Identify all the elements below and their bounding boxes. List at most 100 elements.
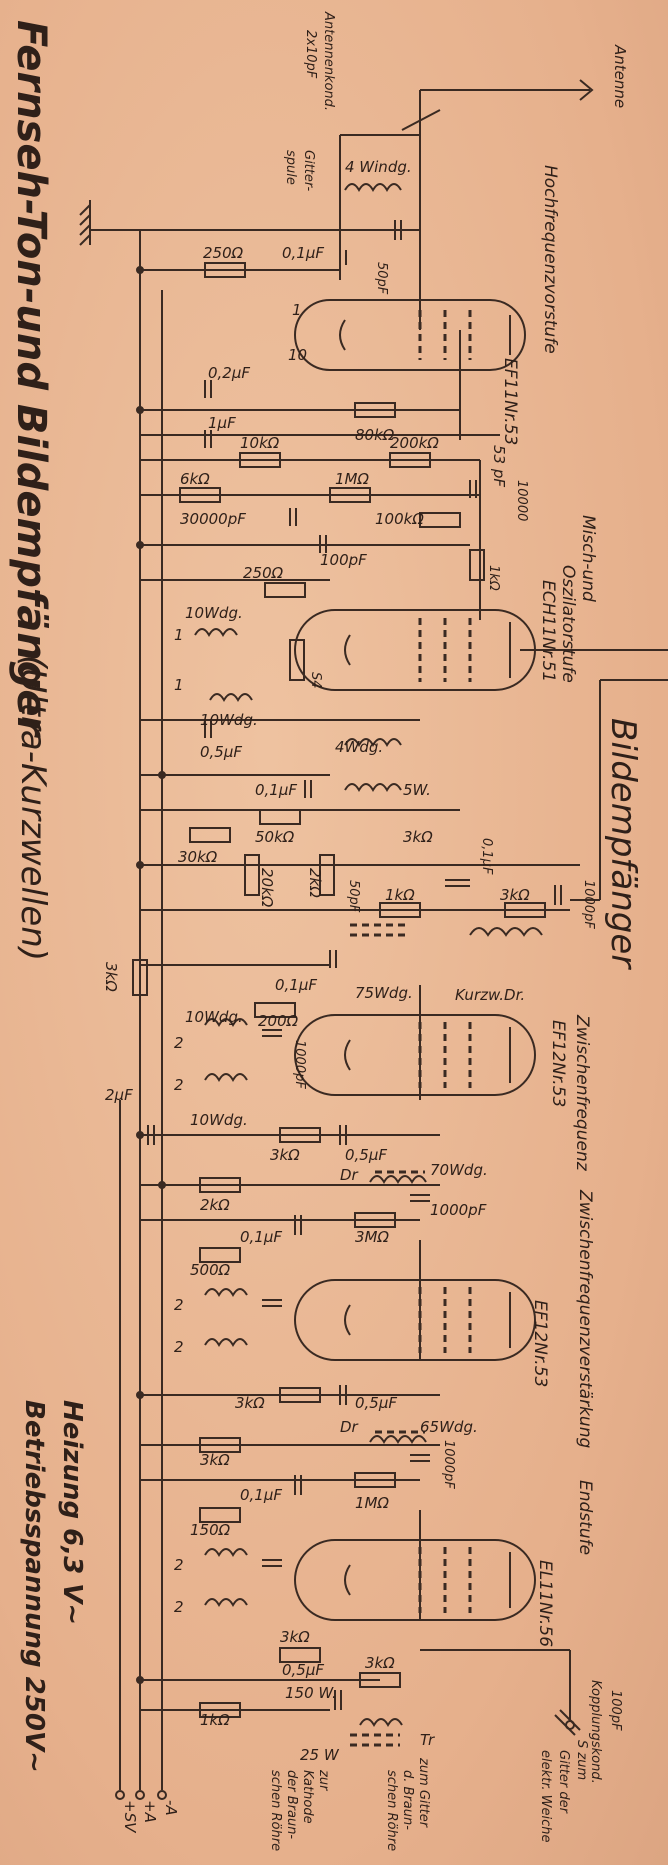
footer-supply: Betriebsspannung 250V~ bbox=[19, 1400, 49, 1773]
label-w-25w: 25 W bbox=[300, 1746, 340, 1764]
output-notes: zur Kathode der Braun- schen Röhre zum G… bbox=[268, 1740, 589, 1851]
capacitors bbox=[140, 220, 581, 1736]
label-w-10wdg-b: 10Wdg. bbox=[200, 711, 258, 729]
label-c-1000pf-d: 1000pF bbox=[441, 1440, 456, 1489]
label-r-2k-b: 2kΩ bbox=[200, 1196, 230, 1214]
label-r-200k: 200kΩ bbox=[390, 434, 439, 452]
label-r-50k: 50kΩ bbox=[255, 828, 295, 846]
terminal-plus-sv: +SV bbox=[121, 1800, 139, 1834]
label-r-2k-a: 2kΩ bbox=[306, 868, 324, 898]
label-c-02: 0,2μF bbox=[208, 364, 250, 382]
label-c-01-d: 0,1μF bbox=[275, 976, 317, 994]
label-c-01-e: 0,1μF bbox=[240, 1228, 282, 1246]
label-r-200: 200Ω bbox=[258, 1012, 299, 1030]
label-c-05-c: 0,5μF bbox=[355, 1394, 397, 1412]
stage-end-tube: EL11Nr.56 bbox=[535, 1560, 555, 1647]
label-dr-65: Dr bbox=[340, 1418, 359, 1436]
component-labels: 250Ω 0,1μF 50pF 0,2μF 1μF 80kΩ 10kΩ 200k… bbox=[102, 244, 623, 1784]
label-r-3k-c: 3kΩ bbox=[270, 1146, 300, 1164]
label-c-50pf-a: 50pF bbox=[374, 262, 389, 295]
label-w-10wdg-a: 10Wdg. bbox=[185, 604, 243, 622]
label-w-65wdg: 65Wdg. bbox=[420, 1418, 478, 1436]
label-r-100k: 100kΩ bbox=[375, 510, 424, 528]
tube-if2 bbox=[294, 1279, 536, 1361]
pin-1b: 1 bbox=[174, 626, 184, 644]
label-c-05-d: 0,5μF bbox=[282, 1661, 324, 1679]
label-r-250-a: 250Ω bbox=[203, 244, 244, 262]
pin-2e: 2 bbox=[174, 1556, 184, 1574]
label-w-150w: 150 W. bbox=[285, 1684, 337, 1702]
windings-label: 4 Windg. bbox=[345, 158, 412, 176]
tube-end bbox=[294, 1539, 536, 1621]
coils bbox=[194, 183, 543, 1747]
label-r-80k: 80kΩ bbox=[355, 426, 395, 444]
tube-if1 bbox=[294, 1014, 536, 1096]
label-r-250-b: 250Ω bbox=[243, 564, 284, 582]
pin-1c: 1 bbox=[174, 676, 184, 694]
note-gitter-2: d. Braun- bbox=[400, 1770, 415, 1830]
label-c-10000: 10000 bbox=[514, 480, 529, 521]
pin-s4: S4 bbox=[308, 672, 323, 689]
label-w-5w: 5W. bbox=[403, 781, 431, 799]
grid-coil-label-1: Gitter- bbox=[301, 150, 316, 192]
label-dr-70: Dr bbox=[340, 1166, 359, 1184]
pin-2a: 2 bbox=[174, 1034, 184, 1052]
note-gitter-3: schen Röhre bbox=[384, 1770, 399, 1851]
label-r-3k-d: 3kΩ bbox=[235, 1394, 265, 1412]
label-c-05-a: 0,5μF bbox=[200, 743, 242, 761]
label-w-10wdg-d: 10Wdg. bbox=[190, 1111, 248, 1129]
pin-1: 1 bbox=[292, 301, 302, 319]
label-kurzw: Kurzw.Dr. bbox=[455, 986, 525, 1004]
label-c-01-f: 0,1μF bbox=[240, 1486, 282, 1504]
label-c-1000pf-b: 1000pF bbox=[292, 1040, 307, 1089]
label-r-500: 500Ω bbox=[190, 1261, 231, 1279]
tubes bbox=[294, 299, 536, 1621]
label-c-05-b: 0,5μF bbox=[345, 1146, 387, 1164]
antenna-symbol bbox=[401, 79, 594, 131]
note-weiche-1: S zum bbox=[574, 1740, 589, 1780]
label-c-2uf: 2μF bbox=[105, 1086, 133, 1104]
pin-2b: 2 bbox=[174, 1076, 184, 1094]
stage-mix-1: Misch-und bbox=[578, 515, 598, 602]
label-c-100pf-k: 100pF bbox=[608, 1690, 623, 1731]
label-r-10k: 10kΩ bbox=[240, 434, 280, 452]
label-c-53pf: 53 pF bbox=[490, 445, 508, 487]
stage-if-tube2: EF12Nr.53 bbox=[530, 1300, 550, 1387]
label-koppl: Kopplungskond. bbox=[588, 1680, 603, 1784]
footer-heating: Heizung 6,3 V~ bbox=[57, 1400, 87, 1625]
tube-hf bbox=[294, 299, 526, 371]
section-label: Bildempfänger bbox=[603, 718, 643, 970]
label-r-1k-c: 1kΩ bbox=[200, 1711, 230, 1729]
pin-2c: 2 bbox=[174, 1296, 184, 1314]
antenna-cond-label: Antennenkond. bbox=[321, 11, 336, 111]
label-c-30000: 30000pF bbox=[180, 510, 246, 528]
label-c-50pf-b: 50pF bbox=[346, 880, 361, 913]
label-r-3k-g: 3kΩ bbox=[365, 1654, 395, 1672]
note-kathode-2: Kathode bbox=[300, 1770, 315, 1824]
label-r-3k-f: 3kΩ bbox=[280, 1628, 310, 1646]
pin-10: 10 bbox=[288, 346, 307, 364]
label-c-01-c: 0,1μF bbox=[479, 838, 494, 875]
stage-hf: Hochfrequenzvorstufe bbox=[540, 165, 560, 354]
label-r-3k-e: 3kΩ bbox=[200, 1451, 230, 1469]
label-r-3m: 3MΩ bbox=[355, 1228, 389, 1246]
note-kathode-4: schen Röhre bbox=[268, 1770, 283, 1851]
label-r-1m-a: 1MΩ bbox=[335, 470, 369, 488]
label-c-01-a: 0,1μF bbox=[282, 244, 324, 262]
main-title-suffix: (Ultra-Kurzwellen) bbox=[13, 655, 53, 961]
pin-2f: 2 bbox=[174, 1598, 184, 1616]
stage-mix-tube: ECH11Nr.51 bbox=[538, 580, 558, 682]
stage-mix-2: Oszilatorstufe bbox=[558, 565, 578, 683]
label-c-100pf: 100pF bbox=[320, 551, 367, 569]
note-weiche-3: elektr. Weiche bbox=[538, 1750, 553, 1843]
terminal-plus-a: +A bbox=[141, 1800, 159, 1823]
label-w-4wdg: 4Wdg. bbox=[335, 738, 383, 756]
stage-hf-tube: EF11Nr.53 bbox=[500, 358, 520, 445]
label-r-30k: 30kΩ bbox=[178, 848, 218, 866]
label-c-01-b: 0,1μF bbox=[255, 781, 297, 799]
label-r-1k-a: 1kΩ bbox=[486, 565, 501, 591]
label-r-3k-side: 3kΩ bbox=[102, 962, 120, 992]
label-w-75wdg: 75Wdg. bbox=[355, 984, 413, 1002]
